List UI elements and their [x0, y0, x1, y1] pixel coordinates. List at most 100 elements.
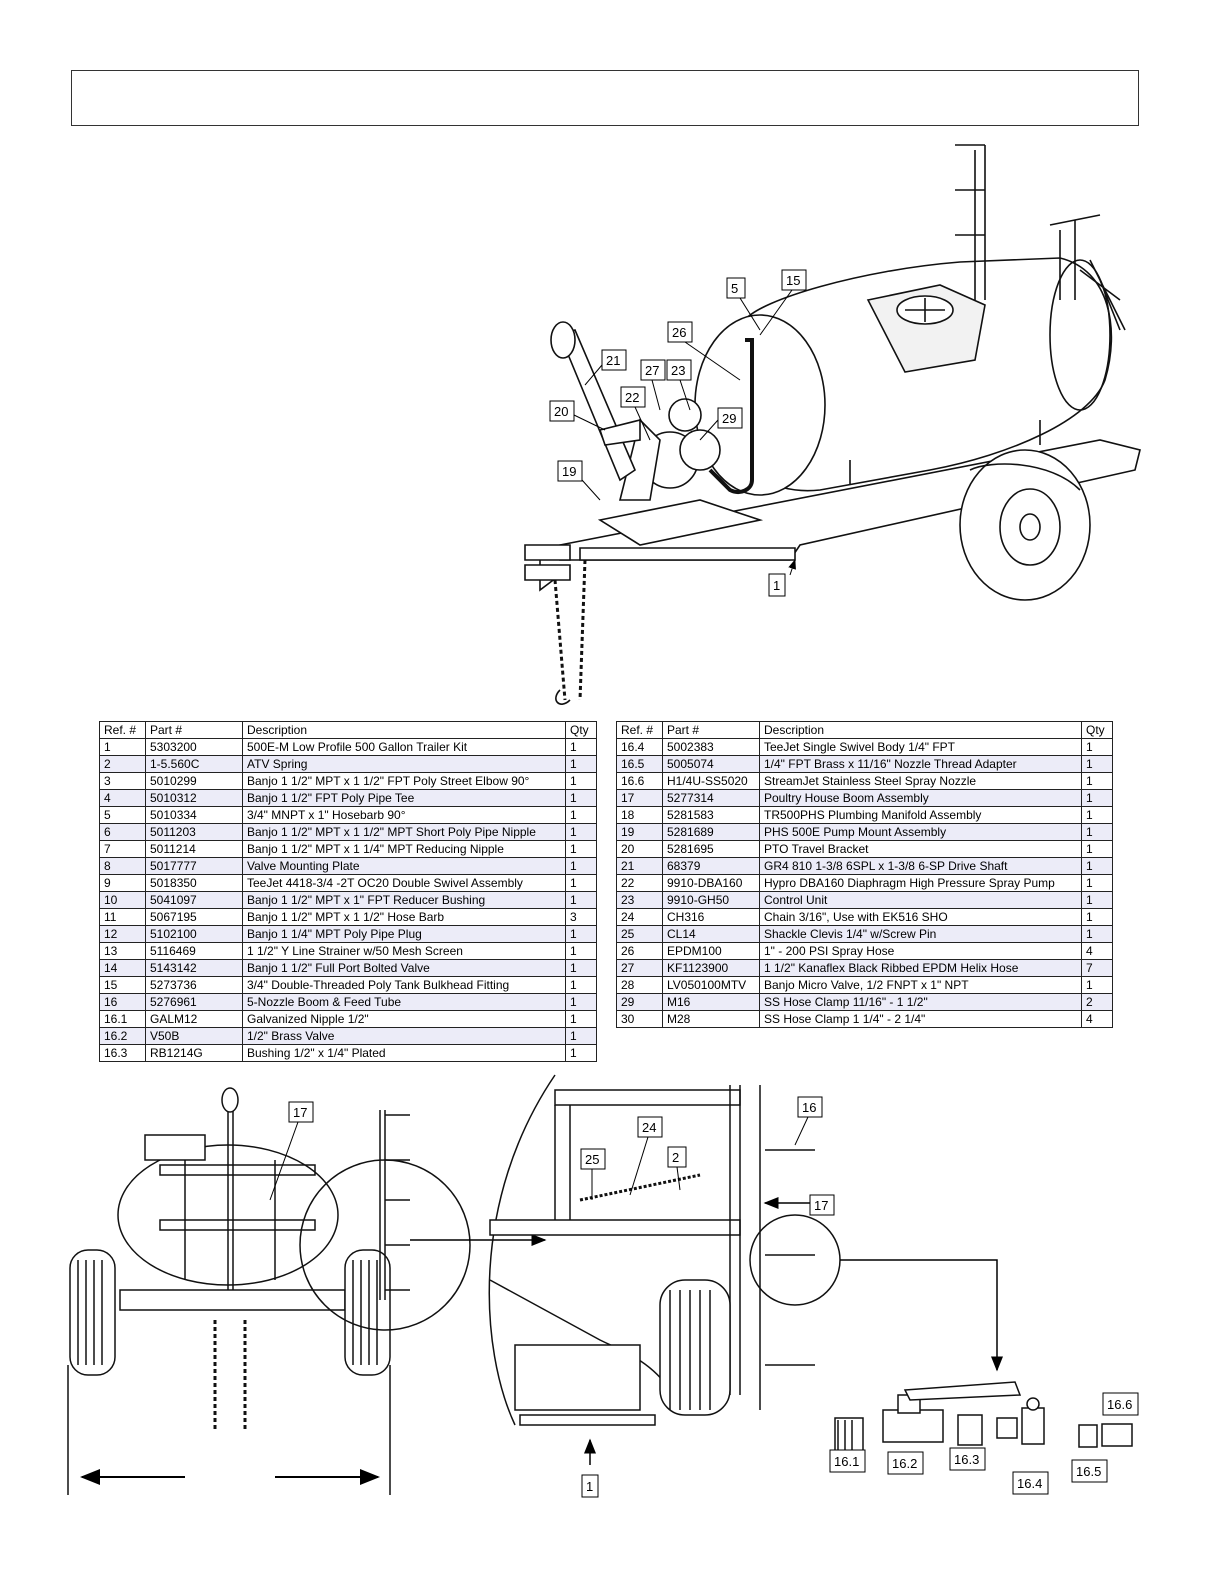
cell-description: PTO Travel Bracket [759, 840, 1082, 858]
cell-part: 5002383 [662, 738, 760, 756]
cell-part: H1/4U-SS5020 [662, 772, 760, 790]
cell-ref: 9 [99, 874, 146, 892]
callout-15: 15 [759, 269, 807, 336]
cell-part: 5281695 [662, 840, 760, 858]
cell-qty: 1 [1081, 772, 1113, 790]
cell-part: 5281689 [662, 823, 760, 841]
cell-qty: 1 [565, 942, 597, 960]
cell-ref: 5 [99, 806, 146, 824]
cell-part: CL14 [662, 925, 760, 943]
cell-part: 5277314 [662, 789, 760, 807]
cell-qty: 1 [1081, 891, 1113, 909]
cell-qty: 1 [565, 976, 597, 994]
table-header-row: Ref. # Part # Description Qty [616, 721, 1113, 739]
cell-qty: 1 [565, 959, 597, 977]
callout-27: 27 [640, 359, 666, 411]
callout-16-3: 16.3 [949, 1447, 986, 1471]
cell-part: 5005074 [662, 755, 760, 773]
cell-qty: 1 [1081, 823, 1113, 841]
callout-21: 21 [584, 349, 627, 386]
cell-description: Chain 3/16", Use with EK516 SHO [759, 908, 1082, 926]
cell-description: Banjo 1 1/4" MPT Poly Pipe Plug [242, 925, 566, 943]
cell-description: Banjo 1 1/2" Full Port Bolted Valve [242, 959, 566, 977]
cell-description: 1" - 200 PSI Spray Hose [759, 942, 1082, 960]
svg-text:2: 2 [672, 1150, 679, 1165]
cell-ref: 23 [616, 891, 663, 909]
cell-qty: 2 [1081, 993, 1113, 1011]
svg-text:27: 27 [645, 363, 659, 378]
cell-description: 5-Nozzle Boom & Feed Tube [242, 993, 566, 1011]
callout-20: 20 [549, 400, 606, 431]
callout-25: 25 [580, 1148, 606, 1200]
cell-ref: 16.3 [99, 1044, 146, 1062]
cell-part: 9910-GH50 [662, 891, 760, 909]
cell-description: Shackle Clevis 1/4" w/Screw Pin [759, 925, 1082, 943]
cell-part: 5116469 [145, 942, 243, 960]
cell-description: Hypro DBA160 Diaphragm High Pressure Spr… [759, 874, 1082, 892]
cell-description: TR500PHS Plumbing Manifold Assembly [759, 806, 1082, 824]
cell-ref: 24 [616, 908, 663, 926]
bottom-callouts: 16 24 25 2 17 1 [580, 1096, 835, 1498]
cell-part: 5010299 [145, 772, 243, 790]
callout-17-left: 17 [269, 1101, 314, 1201]
cell-qty: 1 [565, 755, 597, 773]
cell-qty: 1 [1081, 976, 1113, 994]
detail-view [488, 1074, 1003, 1465]
cell-description: 1 1/2" Kanaflex Black Ribbed EPDM Helix … [759, 959, 1082, 977]
header-box [71, 70, 1139, 126]
cell-description: SS Hose Clamp 11/16" - 1 1/2" [759, 993, 1082, 1011]
svg-text:16.6: 16.6 [1107, 1397, 1132, 1412]
cell-qty: 1 [1081, 857, 1113, 875]
cell-part: 1-5.560C [145, 755, 243, 773]
cell-part: 5067195 [145, 908, 243, 926]
cell-qty: 1 [565, 789, 597, 807]
cell-part: 5276961 [145, 993, 243, 1011]
svg-text:17: 17 [814, 1198, 828, 1213]
cell-ref: 17 [616, 789, 663, 807]
cell-part: 68379 [662, 857, 760, 875]
callout-2: 2 [667, 1146, 687, 1191]
cell-part: 5273736 [145, 976, 243, 994]
callout-26: 26 [667, 321, 741, 381]
cell-ref: 27 [616, 959, 663, 977]
svg-text:23: 23 [671, 363, 685, 378]
cell-description: GR4 810 1-3/8 6SPL x 1-3/8 6-SP Drive Sh… [759, 857, 1082, 875]
col-description: Description [242, 721, 566, 739]
callout-16-6: 16.6 [1102, 1392, 1139, 1416]
cell-part: 5303200 [145, 738, 243, 756]
cell-qty: 1 [565, 772, 597, 790]
col-part: Part # [662, 721, 760, 739]
cell-ref: 11 [99, 908, 146, 926]
cell-qty: 1 [565, 1044, 597, 1062]
cell-qty: 1 [1081, 840, 1113, 858]
callout-1-bottom: 1 [581, 1474, 599, 1498]
cell-qty: 1 [1081, 874, 1113, 892]
cell-qty: 1 [1081, 789, 1113, 807]
cell-description: PHS 500E Pump Mount Assembly [759, 823, 1082, 841]
cell-ref: 20 [616, 840, 663, 858]
cell-ref: 3 [99, 772, 146, 790]
cell-ref: 12 [99, 925, 146, 943]
svg-text:5: 5 [731, 281, 738, 296]
